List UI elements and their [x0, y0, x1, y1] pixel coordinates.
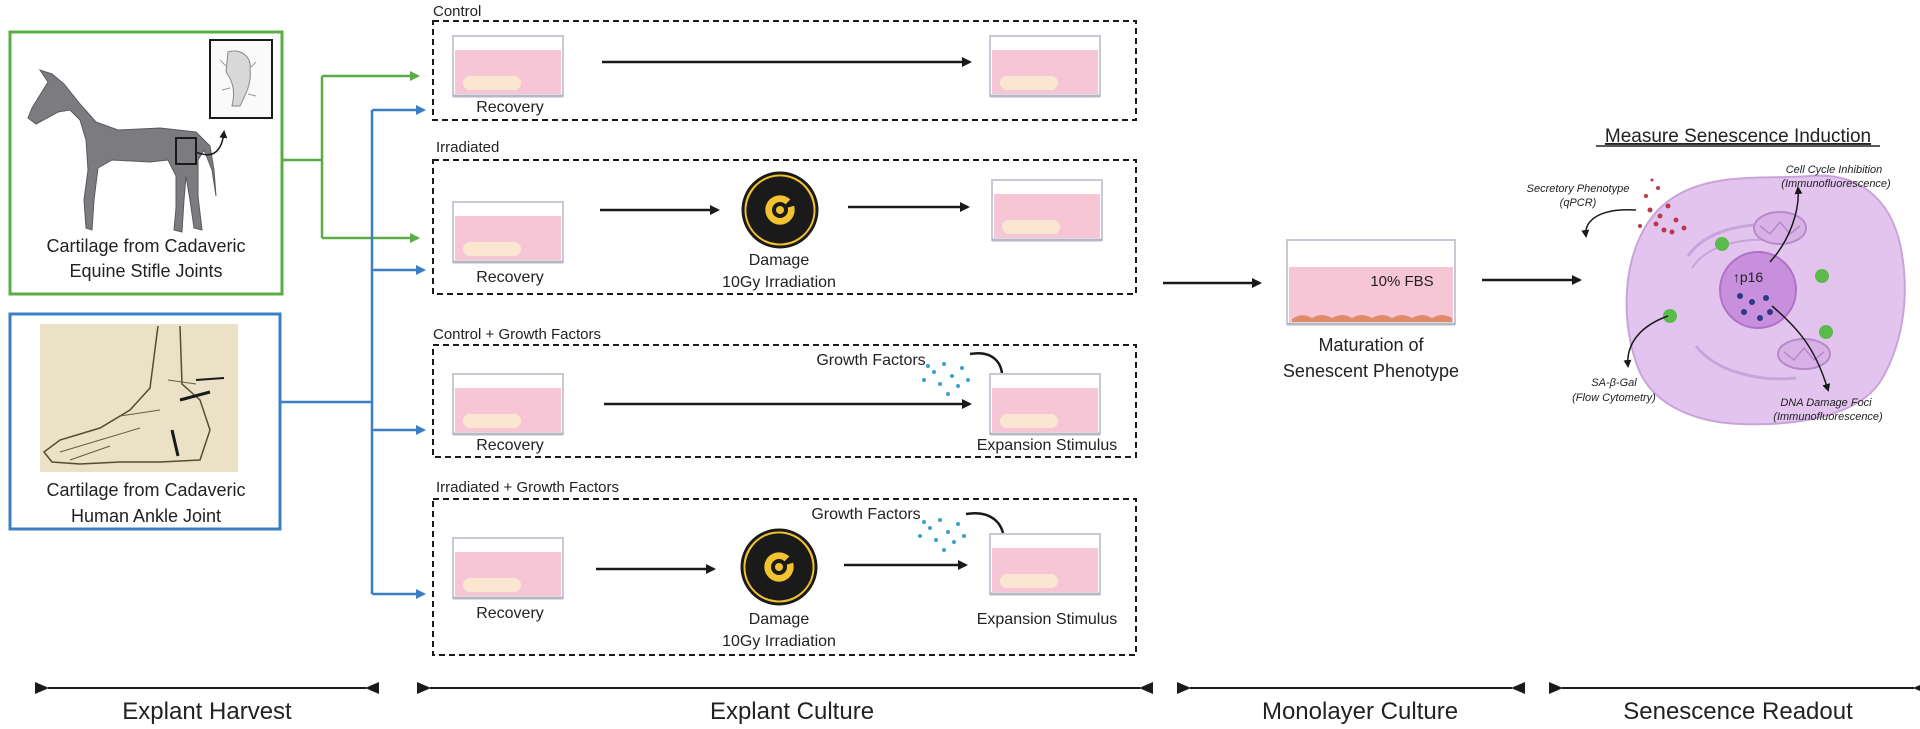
damage-label: Damage: [749, 252, 810, 269]
radiation-hazard-icon: [732, 528, 826, 613]
readout-title: Measure Senescence Induction: [1605, 126, 1871, 147]
group-irradiated: Irradiated Recovery Damage 10Gy Irradiat…: [432, 139, 1137, 295]
dish-recovery: [451, 536, 565, 600]
sa-beta-gal-label: SA-β-Gal: [1591, 377, 1637, 389]
group-title-control-growth-factors: Control + Growth Factors: [433, 326, 601, 343]
stage-label-explant-harvest: Explant Harvest: [122, 698, 292, 725]
ankle-sketch-illustration: [40, 324, 238, 472]
cell-cycle-inhibition-label: Cell Cycle Inhibition: [1786, 164, 1883, 176]
sa-beta-gal-granule: [1715, 237, 1729, 251]
dish-label-recovery: Recovery: [476, 437, 544, 454]
damage-label: Damage: [749, 611, 810, 628]
stage-timeline: Explant Harvest Explant Culture Monolaye…: [35, 682, 1920, 725]
stage-label-explant-culture: Explant Culture: [710, 698, 874, 725]
monolayer-label-line2: Senescent Phenotype: [1283, 361, 1459, 381]
group-control: Control Recovery: [432, 3, 1137, 121]
dish-label-recovery: Recovery: [476, 605, 544, 622]
growth-factor-particles: [922, 362, 970, 396]
human-source-label-line1: Cartilage from Cadaveric: [46, 480, 245, 500]
equine-source-label-line1: Cartilage from Cadaveric: [46, 236, 245, 256]
group-title-control: Control: [433, 3, 481, 20]
equine-source-panel: Cartilage from Cadaveric Equine Stifle J…: [8, 30, 284, 296]
stifle-joint-inset: [209, 39, 273, 119]
cell-cycle-inhibition-method: (Immunofluorescence): [1781, 178, 1891, 190]
group-control-growth-factors: Control + Growth Factors Recovery Growth…: [432, 326, 1137, 458]
human-connectors: [280, 105, 426, 599]
dish-recovery: [451, 372, 565, 436]
dish-expansion-stimulus: [988, 372, 1102, 436]
group-irradiated-growth-factors: Irradiated + Growth Factors Recovery Dam…: [432, 479, 1137, 656]
stage-label-monolayer-culture: Monolayer Culture: [1262, 698, 1458, 725]
horse-illustration: [27, 69, 217, 233]
growth-factors-label: Growth Factors: [816, 352, 925, 369]
sa-beta-gal-method: (Flow Cytometry): [1572, 392, 1656, 404]
sa-beta-gal-granule: [1663, 309, 1677, 323]
group-title-irradiated-growth-factors: Irradiated + Growth Factors: [436, 479, 619, 496]
growth-factor-particles: [918, 518, 966, 552]
irradiation-dose-label: 10Gy Irradiation: [722, 274, 836, 291]
dish-recovery: [451, 34, 565, 98]
dish-endpoint: [988, 34, 1102, 98]
human-source-label-line2: Human Ankle Joint: [71, 506, 221, 526]
dna-damage-foci-label: DNA Damage Foci: [1780, 397, 1872, 409]
secretory-phenotype-method: (qPCR): [1560, 197, 1597, 209]
dish-label-expansion-stimulus: Expansion Stimulus: [977, 437, 1118, 454]
dish-expansion-stimulus: [988, 532, 1102, 596]
secretory-phenotype-label: Secretory Phenotype: [1527, 183, 1630, 195]
senescence-readout-panel: Measure Senescence Induction: [1527, 126, 1906, 426]
group-title-irradiated: Irradiated: [436, 139, 499, 156]
dish-label-recovery: Recovery: [476, 269, 544, 286]
dish-endpoint: [990, 178, 1104, 242]
dish-label-recovery: Recovery: [476, 99, 544, 116]
dish-label-expansion-stimulus: Expansion Stimulus: [977, 611, 1118, 628]
dna-damage-foci-method: (Immunofluorescence): [1773, 411, 1883, 423]
monolayer-culture-step: 10% FBS Maturation of Senescent Phenotyp…: [1163, 239, 1582, 381]
irradiation-dose-label: 10Gy Irradiation: [722, 633, 836, 650]
equine-connectors: [282, 71, 420, 243]
human-source-panel: Cartilage from Cadaveric Human Ankle Joi…: [8, 312, 282, 531]
p16-marker-label: ↑p16: [1733, 269, 1764, 285]
monolayer-label-line1: Maturation of: [1318, 335, 1424, 355]
growth-factors-label: Growth Factors: [811, 506, 920, 523]
senescent-cell-illustration: [1625, 174, 1906, 426]
stage-label-senescence-readout: Senescence Readout: [1623, 698, 1853, 725]
sa-beta-gal-granule: [1815, 269, 1829, 283]
sa-beta-gal-granule: [1819, 325, 1833, 339]
secretory-particles: [1638, 178, 1687, 235]
joint-highlight-box: [175, 137, 197, 165]
medium-label: 10% FBS: [1370, 273, 1433, 290]
radiation-hazard-icon: [733, 171, 827, 256]
equine-source-label-line2: Equine Stifle Joints: [69, 261, 222, 281]
dish-recovery: [451, 200, 565, 264]
